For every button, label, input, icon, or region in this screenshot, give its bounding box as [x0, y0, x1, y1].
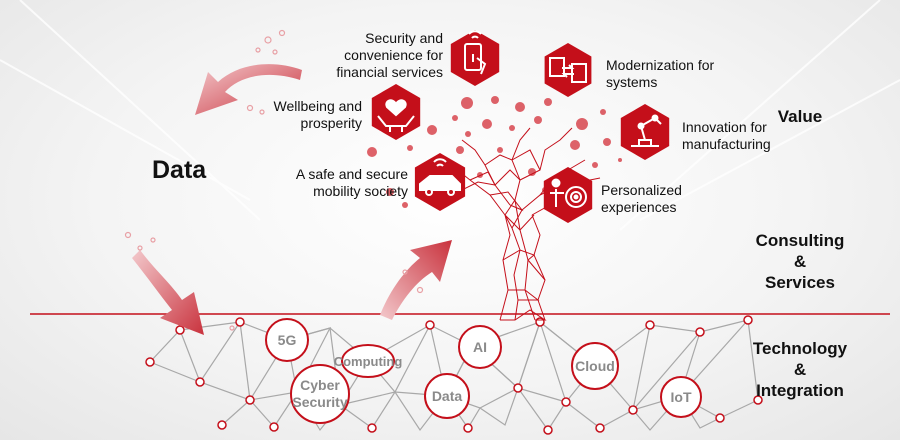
label-line: experiences	[601, 199, 677, 215]
label-manufacturing: Innovation for manufacturing	[682, 119, 771, 153]
label-financial-services: Security and convenience for financial s…	[300, 30, 443, 81]
arrow-value-to-data	[195, 64, 302, 115]
system-modernization-icon	[549, 57, 587, 83]
tech-node-cyber-security: Cyber Security	[290, 364, 350, 424]
label-line: Security and	[365, 30, 443, 46]
label-modernization: Modernization for systems	[606, 57, 714, 91]
data-heading: Data	[152, 156, 207, 184]
person-target-icon	[550, 178, 587, 208]
light-rays	[0, 0, 900, 230]
tech-node-cloud: Cloud	[571, 342, 619, 390]
heading-line: Integration	[756, 381, 844, 400]
mobile-payment-icon	[464, 30, 487, 75]
heading-line: &	[793, 252, 807, 271]
label-mobility: A safe and secure mobility society	[250, 166, 408, 200]
arrow-network-to-value	[380, 240, 452, 320]
label-line: convenience for	[344, 47, 443, 63]
label-personalized: Personalized experiences	[601, 182, 682, 216]
label-line: Wellbeing and	[273, 98, 362, 114]
tech-node-iot: IoT	[660, 376, 702, 418]
robot-arm-icon	[631, 114, 662, 147]
label-line: Modernization for	[606, 57, 715, 73]
consulting-services-heading: Consulting & Services	[735, 230, 865, 293]
heading-line: &	[793, 360, 807, 379]
label-line: systems	[606, 74, 658, 90]
value-heading: Value	[777, 107, 823, 126]
label-wellbeing: Wellbeing and prosperity	[240, 98, 362, 132]
hexagon-modernization	[544, 43, 592, 97]
heading-line: Services	[765, 273, 835, 292]
label-line: mobility society	[313, 183, 408, 199]
label-line: Innovation for	[682, 119, 767, 135]
connected-car-icon	[419, 158, 461, 196]
arrow-data-to-network	[132, 250, 204, 335]
hexagon-financial-services	[450, 30, 500, 86]
label-line: prosperity	[300, 115, 362, 131]
tech-node-ai: AI	[458, 325, 502, 369]
heading-line: Technology	[752, 339, 848, 358]
tech-node-5g: 5G	[265, 318, 309, 362]
label-line: Personalized	[601, 182, 682, 198]
hexagon-manufacturing	[620, 104, 670, 160]
label-line: financial services	[336, 64, 443, 80]
label-line: manufacturing	[682, 136, 771, 152]
tech-node-computing: Computing	[334, 344, 402, 378]
tree-wireframe	[437, 127, 601, 321]
label-line: A safe and secure	[295, 166, 408, 182]
technology-integration-heading: Technology & Integration	[735, 338, 865, 401]
tech-node-data: Data	[424, 373, 470, 419]
heading-line: Consulting	[755, 231, 845, 250]
wellbeing-heart-hands-icon	[377, 99, 415, 132]
